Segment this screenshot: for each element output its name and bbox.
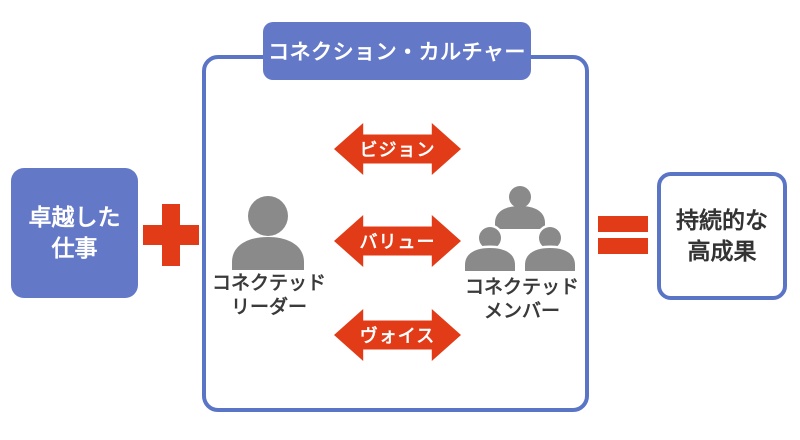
sustained-results-line2: 高成果	[687, 238, 757, 264]
vision-arrow-label: ビジョン	[359, 140, 436, 160]
person-icon	[230, 196, 306, 270]
connection-culture-title-text: コネクション・カルチャー	[268, 41, 526, 64]
connected-members-label-line1: コネクテッド	[464, 277, 579, 298]
sustained-results-box: 持続的な 高成果	[657, 172, 787, 300]
excellent-work-line2: 仕事	[51, 235, 98, 261]
plus-icon	[143, 204, 199, 266]
connected-members-label: コネクテッド メンバー	[447, 276, 597, 324]
equals-icon	[598, 216, 648, 254]
excellent-work-line1: 卓越した	[28, 204, 121, 230]
connected-leader-label: コネクテッド リーダー	[193, 272, 345, 320]
connected-leader-label-line2: リーダー	[230, 297, 307, 318]
people-group-icon	[465, 185, 575, 275]
connection-culture-title: コネクション・カルチャー	[263, 22, 531, 80]
value-arrow-label: バリュー	[359, 232, 436, 252]
connected-leader-label-line1: コネクテッド	[211, 273, 326, 294]
excellent-work-box: 卓越した 仕事	[11, 168, 138, 298]
connected-members-label-line2: メンバー	[483, 301, 560, 322]
voice-arrow-label: ヴォイス	[359, 326, 436, 346]
sustained-results-line1: 持続的な	[676, 207, 768, 233]
